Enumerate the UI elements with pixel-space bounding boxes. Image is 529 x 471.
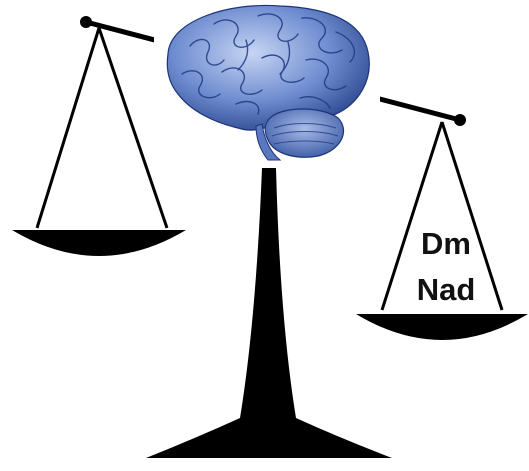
right-pan-label-line2: Nad <box>417 272 476 307</box>
right-pan-label-line1: Dm <box>421 226 471 261</box>
brain-icon <box>154 4 380 160</box>
left-beam-knob <box>80 16 92 28</box>
right-beam-knob <box>454 114 466 126</box>
scale-stand <box>146 168 392 458</box>
right-pan: Dm Nad <box>356 122 528 340</box>
